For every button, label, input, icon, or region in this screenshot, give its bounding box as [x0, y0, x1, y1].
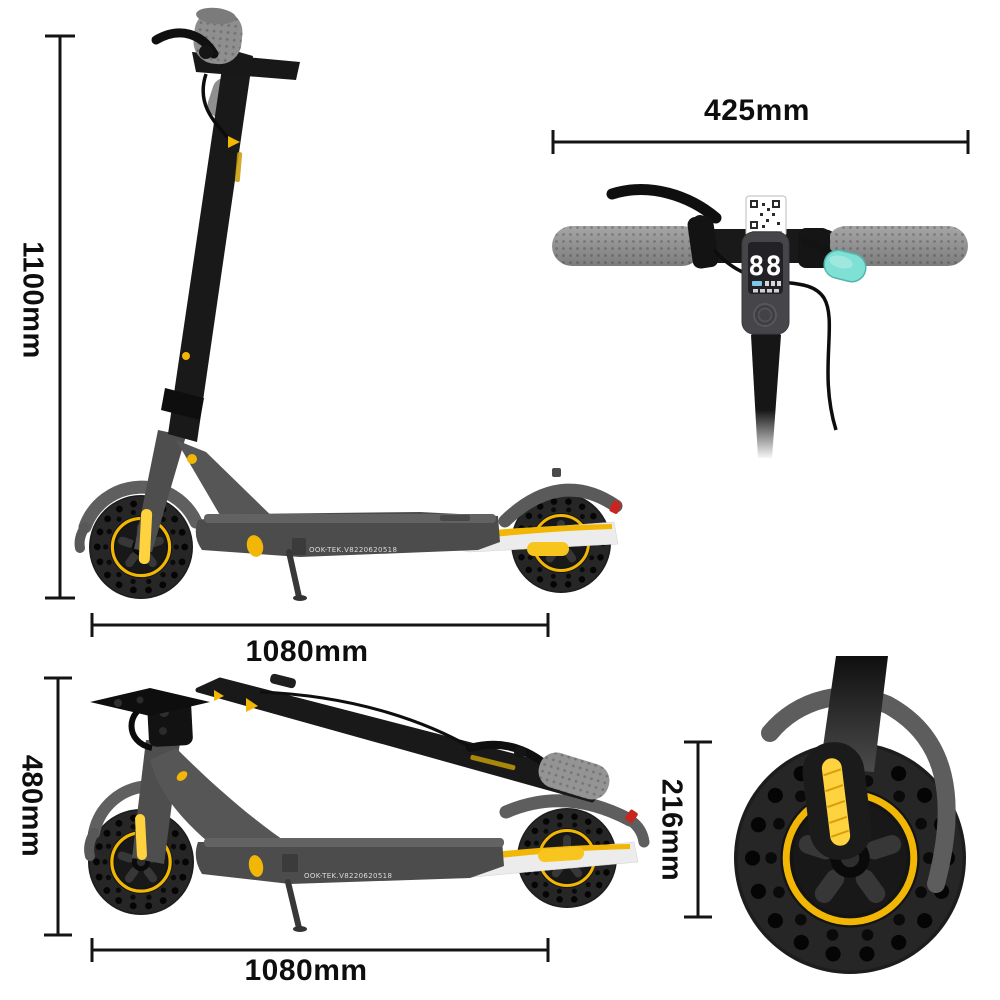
standing-height-label: 1100mm — [16, 241, 49, 359]
folded-length-label: 1080mm — [244, 954, 368, 987]
folded-scooter-view: OOK-TEK.V8220620518 — [84, 673, 650, 932]
dim-standing-height — [45, 34, 75, 600]
folded-deck-side-sticker — [248, 855, 264, 877]
taillight — [609, 500, 622, 514]
stem-lower-fade — [751, 335, 781, 458]
stem-accent-arrow — [228, 136, 240, 148]
kickstand — [286, 549, 307, 601]
display-pod: 88 — [741, 231, 790, 335]
fork-reflector — [138, 509, 153, 565]
dimension-lines — [44, 34, 970, 962]
wheel-closeup-view — [734, 656, 966, 974]
folded-height-label: 480mm — [15, 754, 48, 858]
closeup-fender — [761, 687, 956, 893]
folded-stem-accent-2 — [214, 690, 224, 701]
stem — [168, 48, 253, 442]
handlebar-width-label: 425mm — [704, 94, 810, 127]
folded-stem-accent-1 — [246, 698, 258, 712]
folding-clamp — [161, 388, 204, 420]
dim-standing-length — [90, 613, 550, 637]
standing-scooter-view: OOK-TEK.V8220620518 — [74, 7, 623, 601]
display-value: 88 — [748, 251, 783, 282]
left-grip — [552, 226, 702, 266]
power-button-ring — [757, 307, 773, 323]
deck-side-sticker — [246, 535, 264, 557]
folded-neck-accent — [176, 771, 188, 781]
folded-brake-lever — [466, 740, 549, 768]
brake-cable — [201, 73, 232, 142]
folded-grip — [538, 752, 610, 800]
folded-taillight — [625, 809, 638, 823]
thumb-throttle — [798, 228, 867, 283]
dim-wheel-diameter — [684, 740, 712, 919]
fender-hook — [90, 688, 210, 716]
folded-stem-brand-mark — [470, 754, 516, 771]
clamp-latch-accent — [182, 352, 190, 360]
closeup-reflector-strip — [821, 758, 851, 846]
neck-accent — [187, 454, 197, 464]
folded-fork-reflector — [135, 814, 147, 860]
deck — [195, 512, 500, 557]
folded-deck-top-surface — [204, 838, 504, 847]
rear-fender — [498, 468, 623, 528]
folded-kickstand — [285, 879, 307, 932]
folded-rear-axle-reflector — [538, 846, 584, 863]
handlebar-view: 88 — [552, 184, 968, 458]
display-indicators — [752, 281, 781, 293]
deck-top-surface — [204, 514, 496, 523]
deck-serial-text: OOK-TEK.V8220620518 — [309, 546, 397, 554]
dim-folded-length — [90, 938, 550, 962]
folded-deck — [195, 840, 504, 884]
deck-top-logo — [440, 515, 470, 521]
qr-code-pattern — [750, 200, 780, 229]
wheel-diameter-label: 216mm — [655, 778, 688, 882]
dim-handlebar-width — [551, 130, 970, 154]
right-grip — [826, 226, 968, 266]
folded-stem-cap — [270, 673, 296, 689]
folded-brake-cable — [259, 690, 473, 750]
brake-lever-front — [606, 184, 722, 269]
rear-axle-reflector — [527, 542, 569, 556]
brake-lever — [151, 28, 219, 59]
folded-deck-serial-text: OOK-TEK.V8220620518 — [304, 872, 392, 880]
deck-side-box — [292, 538, 306, 555]
folded-deck-side-box — [282, 854, 298, 872]
stem-brand-mark — [234, 152, 243, 183]
standing-length-label: 1080mm — [245, 635, 369, 668]
dim-folded-height — [44, 676, 72, 937]
front-fender — [74, 480, 203, 553]
